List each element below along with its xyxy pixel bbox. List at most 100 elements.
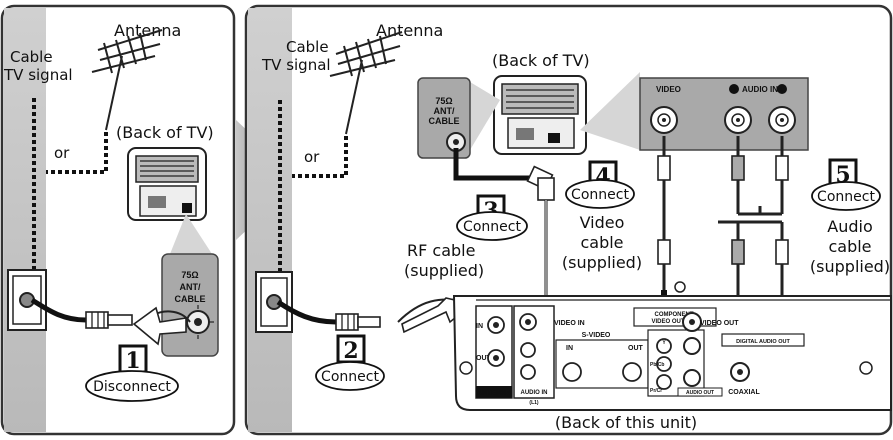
step-4-action: Connect	[571, 187, 629, 203]
step-2-action: Connect	[321, 369, 379, 385]
left-panel: Antenna Cable TV signal or (Back of TV)	[0, 4, 236, 436]
screw-icon	[859, 361, 873, 375]
rf-cable-top-plug	[526, 165, 555, 201]
right-cable-label-2: TV signal	[261, 56, 331, 74]
audio-cable-label-2: cable	[828, 237, 871, 256]
unit-back-panel: IN OUT ANTENNA VIDEO IN AUDIO IN (L1) S-…	[452, 281, 892, 411]
unit-svideo-out-jack	[622, 362, 642, 382]
left-back-of-tv-label: (Back of TV)	[116, 123, 214, 142]
unit-svideo-out-label: OUT	[628, 345, 644, 352]
unit-component-line1: COMPONENT	[655, 312, 694, 318]
unit-component-pb-jack	[656, 356, 672, 372]
left-wall-plate	[7, 269, 47, 331]
unit-audio-out-l-jack	[683, 337, 701, 355]
step-1-oval	[85, 370, 179, 402]
right-back-of-tv-label: (Back of TV)	[492, 51, 590, 70]
right-cable-label-1: Cable	[286, 38, 329, 56]
unit-digital-audio-out-label: DIGITAL AUDIO OUT	[736, 339, 790, 345]
left-jack-cable: CABLE	[175, 294, 206, 304]
step-1-number: 1	[125, 348, 140, 374]
screw-icon	[459, 361, 473, 375]
right-jack-ant: ANT/	[434, 106, 455, 116]
right-jack-cable: CABLE	[429, 116, 460, 126]
unit-pr-label: Pr/Cr	[650, 388, 662, 394]
left-wall	[4, 8, 46, 432]
left-ant-cable-jack: 75Ω ANT/ CABLE	[161, 253, 219, 357]
step-2-number: 2	[343, 338, 358, 364]
right-ant-cable-jack: 75Ω ANT/ CABLE	[417, 77, 471, 159]
step-3-oval	[456, 211, 528, 241]
unit-video-out-label: VIDEO OUT	[700, 320, 739, 327]
left-cable-label-1: Cable	[10, 48, 53, 66]
tv-l-badge: L	[780, 87, 785, 94]
unit-svideo-in-jack	[562, 362, 582, 382]
right-callout-av	[580, 72, 640, 150]
unit-audio-in-label: AUDIO IN	[521, 390, 548, 396]
left-antenna-label: Antenna	[114, 21, 181, 40]
unit-audio-in-r-jack	[520, 364, 536, 380]
left-disconnect-arrow	[132, 306, 187, 346]
tv-audio-in-label: AUDIO IN	[742, 85, 778, 94]
right-cable	[276, 299, 337, 325]
right-panel: Antenna Cable TV signal or (Back of TV)	[244, 4, 893, 436]
right-antenna-icon	[329, 31, 403, 135]
right-or-label: or	[304, 148, 320, 166]
step-1-action: Disconnect	[93, 379, 171, 395]
unit-video-in-label: VIDEO IN	[554, 320, 585, 327]
step-5-action: Connect	[817, 189, 875, 205]
left-cable-label-2: TV signal	[3, 66, 73, 84]
step-5-oval	[811, 181, 881, 211]
left-jack-ohm: 75Ω	[181, 270, 198, 280]
screw-icon	[674, 281, 686, 293]
left-antenna-icon	[91, 29, 163, 131]
step-2-oval	[315, 361, 385, 391]
rf-cable-label-1: RF cable	[407, 241, 475, 260]
unit-audio-in-l-jack	[520, 342, 536, 358]
step-1-badge	[118, 344, 148, 374]
unit-coaxial-label: COAXIAL	[728, 389, 760, 396]
rf-cable-tv-side	[453, 148, 534, 181]
unit-s-video-label: S-VIDEO	[582, 332, 611, 339]
rf-cable-label-2: (supplied)	[404, 261, 484, 280]
tv-video-label: VIDEO	[656, 85, 681, 94]
back-of-unit-label: (Back of this unit)	[555, 413, 697, 432]
right-signal-lines	[278, 100, 348, 300]
right-wall	[248, 8, 292, 432]
unit-audio-out-label: AUDIO OUT	[686, 390, 714, 396]
tv-av-input-panel: VIDEO R AUDIO IN L	[639, 77, 809, 151]
tv-r-badge: R	[731, 87, 736, 94]
video-cable-label-3: (supplied)	[562, 253, 642, 272]
video-cable-label-1: Video	[580, 213, 625, 232]
unit-component-y-jack	[656, 338, 672, 354]
left-jack-ant: ANT/	[180, 282, 201, 292]
unit-pb-label: Pb/Cb	[650, 362, 664, 368]
unit-y-label: Y	[662, 340, 666, 346]
unit-svideo-in-label: IN	[566, 345, 573, 352]
unit-audio-in-sub: (L1)	[529, 400, 539, 406]
step-2-badge	[336, 334, 366, 364]
left-or-label: or	[54, 144, 70, 162]
audio-cable	[718, 136, 789, 378]
right-tv-back	[493, 75, 587, 155]
unit-audio-out-r-jack	[683, 369, 701, 387]
right-cable-plug	[335, 313, 381, 331]
left-cable-plug	[85, 311, 133, 329]
left-signal-lines	[32, 98, 108, 300]
right-wall-plate	[255, 271, 293, 333]
unit-out-label: OUT	[476, 355, 492, 362]
left-cable	[30, 297, 87, 323]
left-callout	[170, 214, 212, 254]
audio-cable-label-3: (supplied)	[810, 257, 890, 276]
unit-in-label: IN	[476, 323, 483, 330]
audio-cable-label-1: Audio	[827, 217, 872, 236]
step-3-action: Connect	[463, 219, 521, 235]
left-tv-back	[127, 147, 207, 221]
unit-antenna-label: ANTENNA	[477, 390, 511, 397]
unit-component-pr-jack	[656, 374, 672, 390]
video-cable	[657, 136, 671, 290]
unit-component-line2: VIDEO OUTPUT	[651, 319, 696, 325]
right-jack-ohm: 75Ω	[435, 96, 452, 106]
step-4-oval	[565, 179, 635, 209]
right-callout-ant	[470, 82, 500, 150]
